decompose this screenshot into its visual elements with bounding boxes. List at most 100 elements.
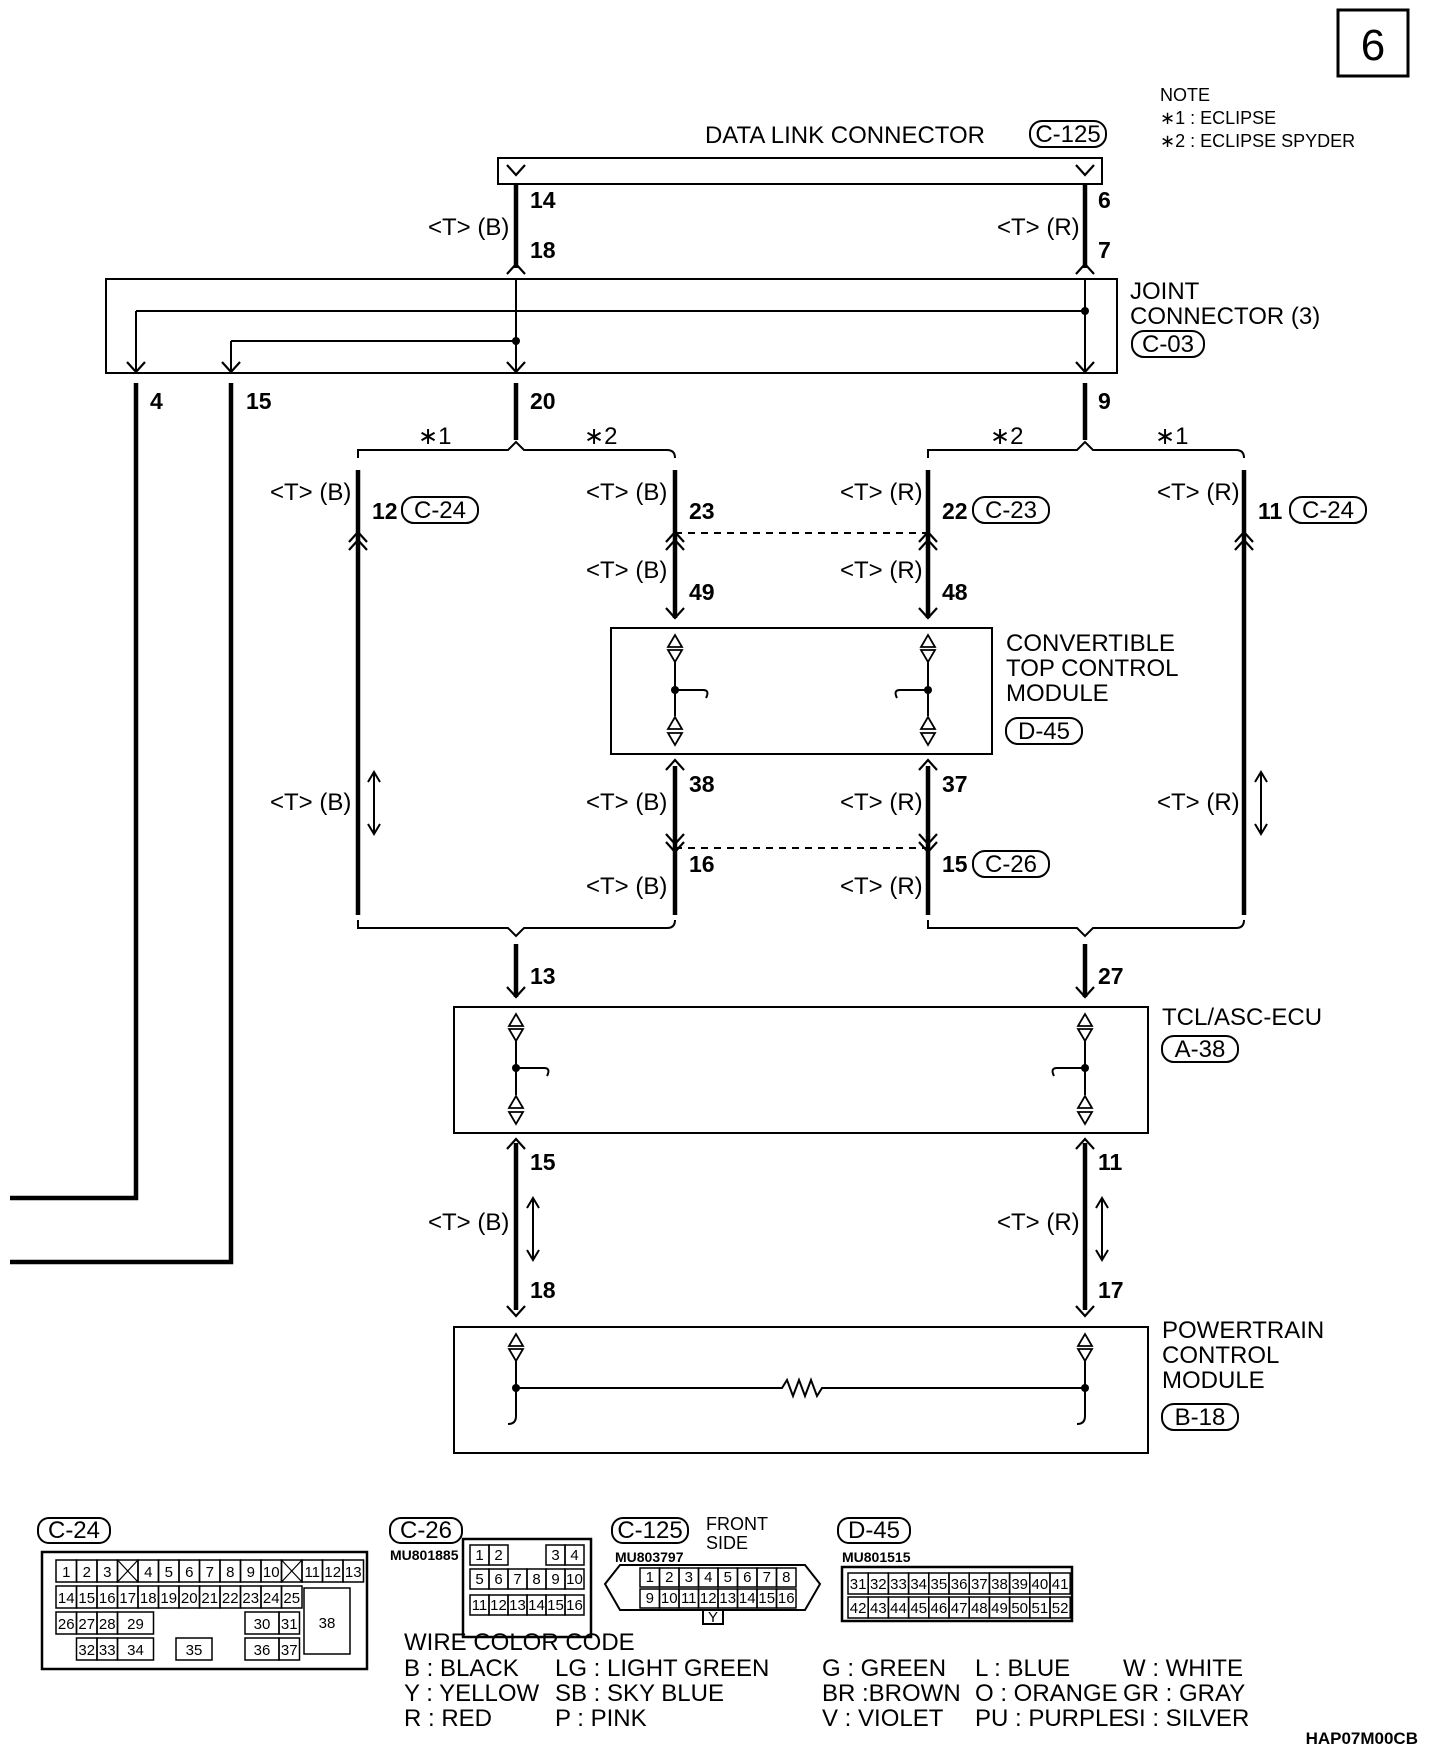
wire-label-tb-2: <T> (B) (270, 479, 351, 506)
pcm-name-1: POWERTRAIN (1162, 1317, 1324, 1344)
c125-cavity: 11 (678, 1588, 700, 1609)
c125-side-1: FRONT (706, 1514, 768, 1534)
svg-text:3: 3 (551, 1547, 559, 1564)
c125-key: Y (708, 1609, 718, 1626)
c24-cavity: 20 (178, 1585, 201, 1609)
mark-1-right: ∗1 (1155, 423, 1188, 450)
tcl-asc-ecu: TCL/ASC-ECU A-38 (453, 1004, 1322, 1134)
svg-text:13: 13 (509, 1597, 526, 1614)
svg-text:17: 17 (119, 1590, 136, 1607)
pin-37: 37 (942, 771, 968, 797)
ctm-name-2: TOP CONTROL (1006, 655, 1178, 682)
svg-text:10: 10 (661, 1590, 678, 1607)
tcl-pin-13: 13 (530, 963, 556, 989)
svg-text:4: 4 (704, 1569, 712, 1586)
svg-text:48: 48 (971, 1600, 988, 1617)
c26-cavity: 1 (469, 1544, 490, 1566)
wire-color-entry: SI : SILVER (1123, 1705, 1249, 1732)
c26-cavity: 9 (545, 1568, 566, 1590)
jc-pin-20: 20 (530, 388, 556, 414)
c125-cavity: 6 (736, 1567, 758, 1588)
c24-cavity: 36 (244, 1637, 280, 1661)
svg-text:16: 16 (566, 1597, 583, 1614)
pin-48: 48 (942, 579, 968, 605)
d45-cavity: 42 (847, 1596, 869, 1619)
wire-label-tb-4: <T> (B) (586, 557, 667, 584)
c125-side-2: SIDE (706, 1533, 748, 1553)
c26-cavity: 3 (545, 1544, 566, 1566)
svg-text:9: 9 (551, 1571, 559, 1588)
svg-text:6: 6 (743, 1569, 751, 1586)
code-c24-left: C-24 (414, 497, 466, 524)
wire-color-entry: L : BLUE (975, 1655, 1070, 1682)
svg-text:25: 25 (283, 1590, 300, 1607)
svg-text:42: 42 (850, 1600, 867, 1617)
svg-text:38: 38 (991, 1576, 1008, 1593)
c24-cavity: 11 (301, 1559, 324, 1583)
c24-cavity: 5 (157, 1559, 180, 1583)
page-number-box: 6 (1336, 8, 1410, 78)
dlc-pin-14: 14 (530, 187, 556, 213)
svg-text:38: 38 (319, 1615, 336, 1632)
pin-11-c24: 11 (1258, 498, 1283, 524)
mark-2-right: ∗2 (990, 423, 1023, 450)
svg-text:5: 5 (724, 1569, 732, 1586)
c24-cavity: 1 (55, 1559, 78, 1583)
c125-cavity: 13 (717, 1588, 739, 1609)
tcl-pin-11: 11 (1098, 1149, 1123, 1175)
svg-text:23: 23 (242, 1590, 259, 1607)
c26-cavity: 8 (526, 1568, 547, 1590)
pin-15-c26: 15 (942, 851, 968, 877)
c24-cavity: 23 (239, 1585, 262, 1609)
d45-cavity: 35 (928, 1572, 950, 1595)
wire-color-entry: Y : YELLOW (404, 1680, 540, 1707)
pin-12: 12 (372, 498, 398, 524)
svg-text:32: 32 (78, 1642, 95, 1659)
svg-text:50: 50 (1011, 1600, 1028, 1617)
wire-label-tr-4: <T> (R) (840, 557, 923, 584)
d45-view-code: D-45 (848, 1517, 900, 1544)
d45-cavity: 52 (1049, 1596, 1071, 1619)
svg-text:16: 16 (99, 1590, 116, 1607)
c24-cavity: 32 (75, 1637, 98, 1661)
wire-color-entry: BR :BROWN (822, 1680, 961, 1707)
svg-text:36: 36 (254, 1642, 271, 1659)
svg-text:33: 33 (99, 1642, 116, 1659)
c26-cavity: 16 (564, 1594, 585, 1616)
d45-cavity: 32 (867, 1572, 890, 1595)
c26-part-number: MU801885 (390, 1547, 459, 1563)
svg-text:11: 11 (681, 1590, 697, 1607)
c24-cavity: 10 (260, 1559, 283, 1583)
svg-text:4: 4 (570, 1547, 578, 1564)
c24-cavity-38: 38 (303, 1587, 351, 1655)
ctm-code: D-45 (1018, 718, 1070, 745)
c125-cavity: 7 (756, 1567, 778, 1588)
c24-cavity: 13 (342, 1559, 365, 1583)
svg-text:12: 12 (490, 1597, 507, 1614)
tcl-code: A-38 (1175, 1036, 1226, 1063)
pcm-name-2: CONTROL (1162, 1342, 1279, 1369)
c24-cavity: 17 (116, 1585, 139, 1609)
c125-cavity: 2 (658, 1567, 680, 1588)
code-c26: C-26 (985, 851, 1037, 878)
c24-cavity (116, 1559, 139, 1583)
jc-pin-15: 15 (246, 388, 272, 414)
svg-text:43: 43 (870, 1600, 887, 1617)
svg-text:49: 49 (991, 1600, 1008, 1617)
c24-cavity: 27 (75, 1611, 98, 1635)
c24-cavity: 33 (96, 1637, 119, 1661)
svg-text:6: 6 (494, 1571, 502, 1588)
svg-text:16: 16 (778, 1590, 795, 1607)
c24-cavity: 9 (239, 1559, 262, 1583)
svg-text:29: 29 (127, 1616, 144, 1633)
c26-cavity: 14 (526, 1594, 547, 1616)
svg-text:9: 9 (247, 1564, 255, 1581)
pcm-pin-17: 17 (1098, 1277, 1124, 1303)
svg-text:10: 10 (263, 1564, 280, 1581)
c26-cavity: 6 (488, 1568, 509, 1590)
svg-text:14: 14 (528, 1597, 545, 1614)
svg-text:30: 30 (254, 1616, 271, 1633)
